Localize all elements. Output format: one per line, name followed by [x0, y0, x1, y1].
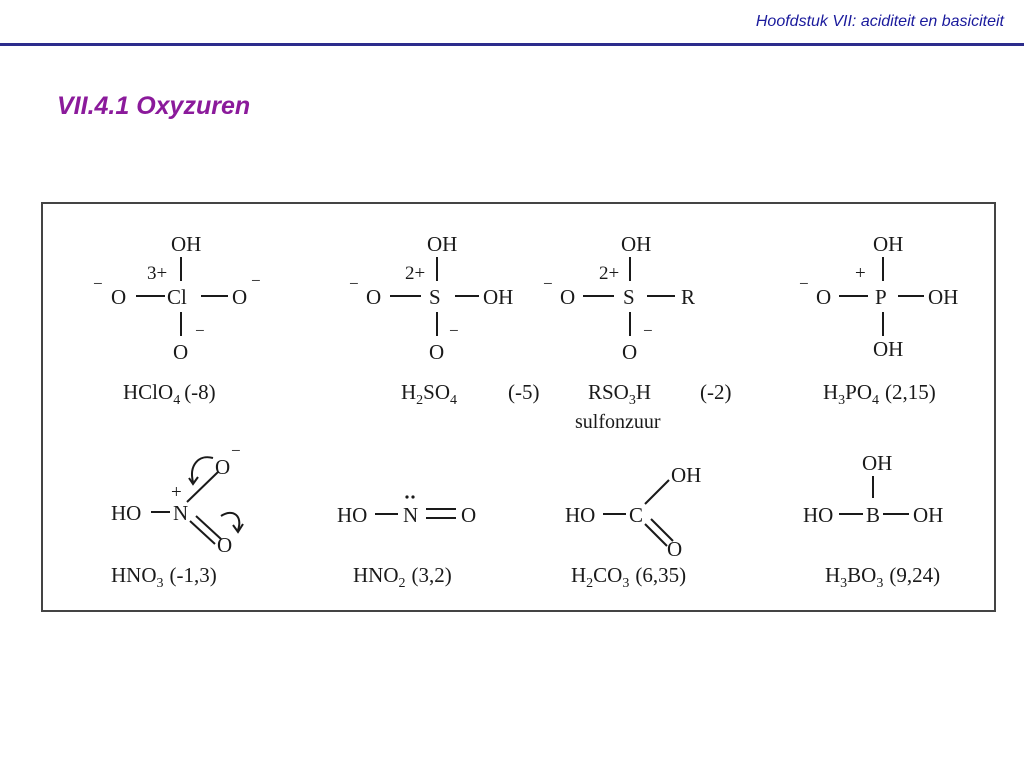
atom-cl: Cl	[167, 285, 187, 309]
lone-pair-dot	[411, 495, 415, 499]
header-divider	[0, 43, 1024, 46]
atom-b: B	[866, 503, 880, 527]
atom-o: O	[111, 285, 126, 309]
atom-p: P	[875, 285, 887, 309]
formula-label: HNO3(-1,3)	[111, 563, 217, 591]
charge-label: −	[251, 271, 261, 290]
charge-label: −	[195, 321, 205, 340]
formula-label: H2SO4	[401, 380, 457, 408]
bond	[186, 471, 219, 503]
atom-o: O	[560, 285, 575, 309]
atom-oh: OH	[913, 503, 943, 527]
atom-ho: HO	[111, 501, 141, 525]
atom-s: S	[429, 285, 441, 309]
arrow	[188, 476, 199, 486]
formula-label: H2CO3(6,35)	[571, 563, 686, 591]
formula-label: H3PO4(2,15)	[823, 380, 936, 408]
charge-label: 2+	[405, 263, 425, 284]
bond	[189, 520, 216, 545]
bond	[644, 523, 668, 547]
bond	[195, 515, 222, 540]
atom-oh: OH	[873, 232, 903, 256]
chapter-title: Hoofdstuk VII: aciditeit en basiciteit	[755, 13, 1004, 30]
charge-label: −	[93, 274, 103, 293]
atom-o: O	[217, 533, 232, 557]
atom-oh: OH	[862, 451, 892, 475]
atom-oh: OH	[873, 337, 903, 361]
atom-o: O	[667, 537, 682, 561]
arrow	[232, 523, 244, 534]
charge-label: −	[643, 321, 653, 340]
formula-label: HNO2(3,2)	[353, 563, 452, 591]
atom-o: O	[816, 285, 831, 309]
atom-ho: HO	[803, 503, 833, 527]
structures-svg: OH 3+ − O Cl O − − O OH 2+ − O S OH − O …	[93, 232, 958, 591]
lone-pair-dot	[405, 495, 409, 499]
charge-label: −	[449, 321, 459, 340]
pka-label: (-2)	[700, 380, 731, 404]
atom-o: O	[366, 285, 381, 309]
atom-oh: OH	[621, 232, 651, 256]
atom-oh: OH	[483, 285, 513, 309]
charge-label: −	[543, 274, 553, 293]
atom-oh: OH	[928, 285, 958, 309]
pka-label: (-5)	[508, 380, 539, 404]
arrow	[191, 456, 214, 483]
atom-ho: HO	[337, 503, 367, 527]
charge-label: −	[799, 274, 809, 293]
atom-o: O	[461, 503, 476, 527]
atom-r: R	[681, 285, 695, 309]
atom-o: O	[232, 285, 247, 309]
oxyacid-figure: OH 3+ − O Cl O − − O OH 2+ − O S OH − O …	[41, 202, 996, 612]
atom-ho: HO	[565, 503, 595, 527]
atom-oh: OH	[427, 232, 457, 256]
charge-label: +	[171, 482, 182, 503]
formula-label: HClO4(-8)	[123, 380, 216, 408]
charge-label: 3+	[147, 263, 167, 284]
formula-label: RSO3H	[588, 380, 651, 408]
arrow	[220, 511, 241, 531]
atom-o: O	[622, 340, 637, 364]
bond	[650, 518, 674, 542]
atom-c: C	[629, 503, 643, 527]
atom-o: O	[173, 340, 188, 364]
charge-label: +	[855, 263, 866, 284]
charge-label: −	[349, 274, 359, 293]
atom-s: S	[623, 285, 635, 309]
atom-o: O	[429, 340, 444, 364]
atom-oh: OH	[671, 463, 701, 487]
atom-n: N	[403, 503, 418, 527]
atom-oh: OH	[171, 232, 201, 256]
atom-n: N	[173, 501, 188, 525]
slide-title: VII.4.1 Oxyzuren	[57, 92, 251, 120]
sulfonzuur-label: sulfonzuur	[575, 411, 661, 433]
charge-label: 2+	[599, 263, 619, 284]
atom-o: O	[215, 455, 230, 479]
charge-label: −	[231, 441, 241, 460]
bond	[644, 479, 670, 505]
formula-label: H3BO3(9,24)	[825, 563, 940, 591]
